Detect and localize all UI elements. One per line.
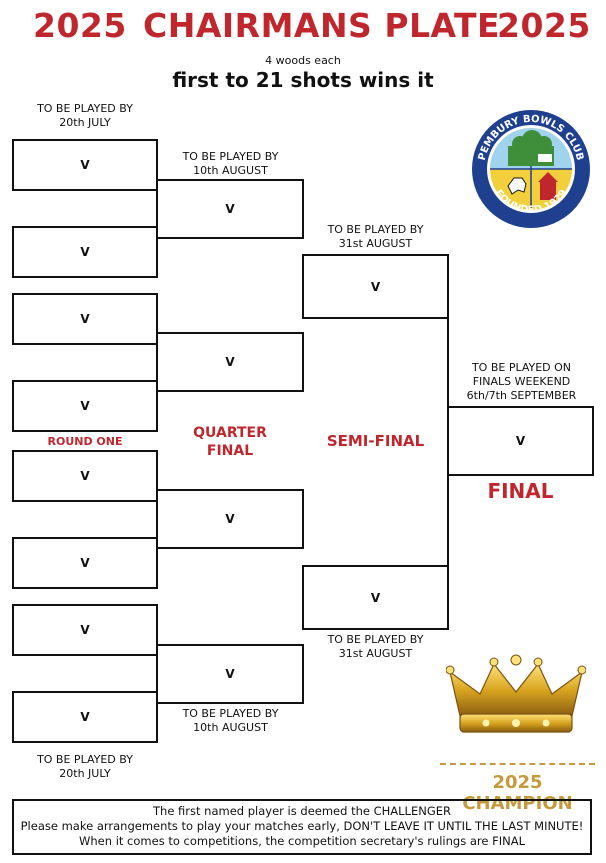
round-one-match-7[interactable]: V [12, 604, 158, 656]
quarter-heading-line2: FINAL [206, 443, 254, 459]
quarter-match-2[interactable]: V [156, 332, 304, 392]
label-line: 31st AUGUST [338, 237, 413, 250]
versus-marker: V [370, 279, 381, 294]
note-line: When it comes to competitions, the compe… [79, 834, 525, 848]
label-line: TO BE PLAYED ON [471, 361, 572, 374]
champion-line [440, 763, 595, 765]
versus-marker: V [225, 667, 235, 681]
round-one-match-8[interactable]: V [12, 691, 158, 743]
label-line: TO BE PLAYED BY [37, 102, 133, 115]
round-one-match-1[interactable]: V [12, 139, 158, 191]
semi-date-bottom: TO BE PLAYED BY 31st AUGUST [304, 633, 447, 661]
versus-marker: V [80, 623, 90, 637]
bracket-connector [447, 317, 449, 567]
versus-marker: V [225, 202, 235, 216]
quarter-date-bottom: TO BE PLAYED BY 10th AUGUST [158, 707, 303, 735]
versus-marker: V [80, 245, 90, 259]
semi-heading: SEMI-FINAL [326, 432, 425, 450]
versus-marker: V [225, 355, 235, 369]
label-line: TO BE PLAYED BY [182, 707, 279, 720]
round-one-match-6[interactable]: V [12, 537, 158, 589]
round-one-date-bottom: TO BE PLAYED BY 20th JULY [12, 753, 158, 781]
label-line: TO BE PLAYED BY [37, 753, 133, 766]
final-date: TO BE PLAYED ON FINALS WEEKEND 6th/7th S… [449, 361, 594, 403]
quarter-heading: QUARTER FINAL [156, 424, 304, 460]
quarter-heading-line1: QUARTER [193, 425, 267, 441]
label-line: 6th/7th SEPTEMBER [466, 389, 577, 402]
label-line: 31st AUGUST [338, 647, 413, 660]
label-line: 10th AUGUST [193, 164, 268, 177]
versus-marker: V [80, 556, 90, 570]
round-one-date-top: TO BE PLAYED BY 20th JULY [12, 102, 158, 130]
round-one-match-3[interactable]: V [12, 293, 158, 345]
round-one-match-5[interactable]: V [12, 450, 158, 502]
semi-match-2[interactable]: V [302, 565, 449, 630]
semi-match-1[interactable]: V [302, 254, 449, 319]
round-one-heading: ROUND ONE [47, 435, 123, 448]
label-line: TO BE PLAYED BY [182, 150, 279, 163]
versus-marker: V [80, 312, 90, 326]
final-match[interactable]: V [447, 406, 594, 476]
title-year-right: 2025 [497, 6, 591, 45]
versus-marker: V [370, 590, 381, 605]
rules-big: first to 21 shots wins it [172, 68, 434, 92]
label-line: 20th JULY [59, 767, 111, 780]
versus-marker: V [225, 512, 235, 526]
champion-label: 2025 CHAMPION [462, 772, 573, 814]
versus-marker: V [80, 710, 90, 724]
versus-marker: V [80, 399, 90, 413]
label-line: TO BE PLAYED BY [327, 633, 424, 646]
note-line: The first named player is deemed the CHA… [153, 804, 451, 818]
title-row: 2025 CHAIRMANS PLATE 2025 [0, 6, 606, 46]
rules-small: 4 woods each [265, 54, 341, 67]
label-line: FINALS WEEKEND [472, 375, 571, 388]
quarter-date-top: TO BE PLAYED BY 10th AUGUST [158, 150, 303, 178]
final-heading: FINAL [487, 479, 554, 503]
label-line: 20th JULY [59, 116, 111, 129]
versus-marker: V [515, 434, 526, 448]
semi-date-top: TO BE PLAYED BY 31st AUGUST [304, 223, 447, 251]
round-one-match-4[interactable]: V [12, 380, 158, 432]
title-year-left: 2025 [33, 6, 127, 45]
quarter-match-3[interactable]: V [156, 489, 304, 549]
crown-icon [446, 654, 586, 733]
round-one-match-2[interactable]: V [12, 226, 158, 278]
versus-marker: V [80, 158, 90, 172]
quarter-match-1[interactable]: V [156, 179, 304, 239]
label-line: 10th AUGUST [193, 721, 268, 734]
club-logo-icon: PEMBURY BOWLS CLUB FOUNDED 1929 [472, 110, 590, 228]
quarter-match-4[interactable]: V [156, 644, 304, 704]
rules-notes: The first named player is deemed the CHA… [12, 799, 592, 855]
note-line: Please make arrangements to play your ma… [20, 819, 584, 833]
page-title: CHAIRMANS PLATE [143, 6, 501, 45]
versus-marker: V [80, 469, 90, 483]
label-line: TO BE PLAYED BY [327, 223, 424, 236]
